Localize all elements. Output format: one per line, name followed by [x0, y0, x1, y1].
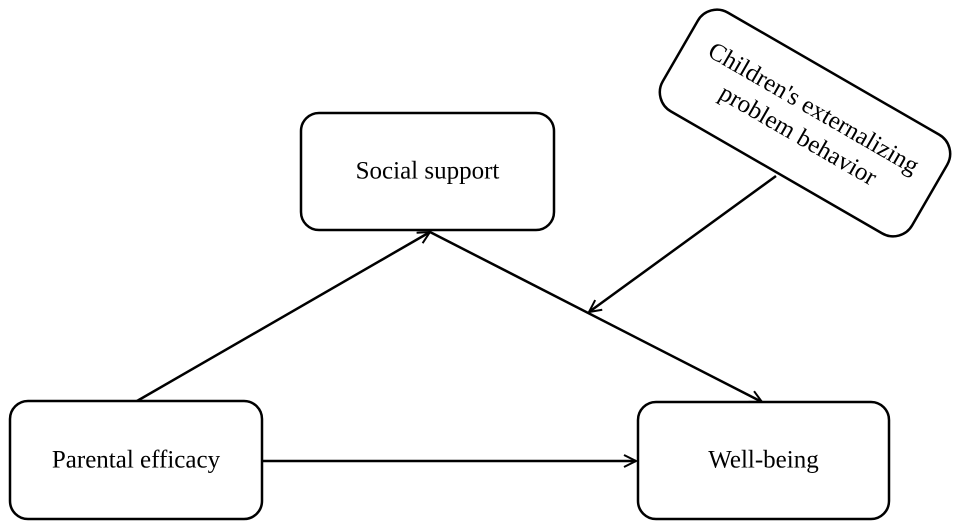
edge-moderator-to-mediation-path [589, 174, 777, 312]
well-being-label: Well-being [708, 447, 819, 474]
parental-efficacy-label: Parental efficacy [52, 447, 221, 474]
node-social-support: Social support [299, 111, 556, 232]
edge-social-support-to-well-being [429, 230, 762, 404]
edge-parental-efficacy-to-social-support [136, 232, 430, 403]
node-parental-efficacy: Parental efficacy [8, 399, 264, 521]
node-well-being: Well-being [636, 400, 891, 521]
node-childrens-externalizing-problem-behavior: Children's externalizing problem behavio… [658, 8, 952, 238]
social-support-label: Social support [356, 158, 500, 185]
